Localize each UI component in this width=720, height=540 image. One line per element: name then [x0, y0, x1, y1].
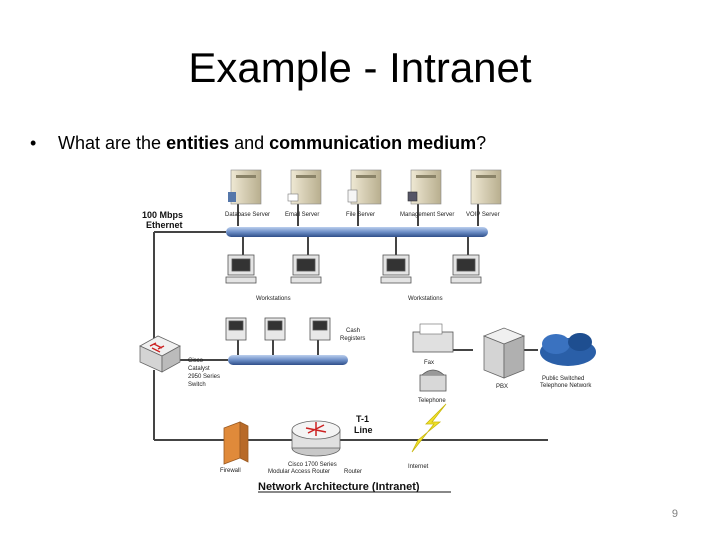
file-server-icon — [347, 169, 382, 205]
workstations-label-left: Workstations — [256, 296, 291, 302]
bullet-marker: • — [30, 133, 37, 153]
router-label-line3: Router — [344, 469, 362, 475]
bullet-question: • What are the entities and communication… — [30, 130, 486, 156]
network-diagram: 100 Mbps Ethernet Database Server Email … — [128, 160, 608, 500]
page-number: 9 — [671, 508, 678, 520]
fax-icon — [412, 323, 454, 353]
router-label-line1: Cisco 1700 Series — [288, 462, 337, 468]
database-server-icon — [228, 169, 262, 205]
management-server-icon — [407, 169, 442, 205]
pbx-label: PBX — [496, 384, 508, 390]
pstn-cloud-icon — [540, 333, 596, 366]
t1-label-line1: T-1 — [356, 414, 369, 424]
bullet-bold-medium: communication medium — [269, 133, 477, 153]
switch-label-line1: Cisco — [188, 358, 204, 364]
switch-label-line2: Catalyst — [188, 366, 210, 372]
network-diagram-svg: 100 Mbps Ethernet Database Server Email … — [139, 169, 596, 493]
bullet-text-middle: and — [229, 133, 270, 153]
server-label-voip: VOIP Server — [466, 212, 500, 218]
pbx-icon — [482, 327, 526, 379]
switch-label-line3: 2950 Series — [188, 374, 220, 380]
server-label-database: Database Server — [225, 212, 270, 218]
switch-label-line4: Switch — [188, 382, 206, 388]
telephone-label: Telephone — [418, 398, 446, 404]
bullet-text-suffix: ? — [476, 133, 487, 153]
ethernet-backbone-pipe — [226, 227, 488, 237]
diagram-caption: Network Architecture (Intranet) — [258, 481, 420, 493]
bullet-text-prefix: What are the — [58, 133, 167, 153]
router-label-line2: Modular Access Router — [268, 469, 330, 475]
pstn-label-line1: Public Switched — [542, 376, 584, 382]
email-server-icon — [287, 169, 322, 205]
cash-label-line1: Cash — [346, 328, 360, 334]
pstn-label-line2: Telephone Network — [540, 383, 592, 389]
telephone-icon — [419, 369, 447, 392]
voip-server-icon — [470, 169, 502, 205]
internet-label: Internet — [408, 464, 429, 470]
server-label-management: Management Server — [400, 212, 454, 218]
ethernet-label-line1: 100 Mbps — [142, 210, 183, 220]
cash-registers-icon — [225, 317, 331, 341]
cash-label-line2: Registers — [340, 336, 365, 342]
t1-label-line2: Line — [354, 425, 373, 435]
switch-icon — [139, 335, 181, 373]
slide-title: Example - Intranet — [188, 44, 532, 91]
workstations-right-icon — [380, 254, 482, 284]
bullet-bold-entities: entities — [166, 133, 230, 153]
workstations-left-icon — [225, 254, 322, 284]
firewall-icon — [223, 421, 249, 465]
server-label-file: File Server — [346, 212, 375, 218]
workstations-label-right: Workstations — [408, 296, 443, 302]
cash-register-pipe — [228, 355, 348, 365]
firewall-label: Firewall — [220, 468, 241, 474]
server-label-email: Email Server — [285, 212, 319, 218]
fax-label: Fax — [424, 360, 434, 366]
router-icon — [291, 420, 341, 457]
ethernet-label-line2: Ethernet — [146, 220, 183, 230]
internet-lightning-icon — [411, 403, 447, 453]
